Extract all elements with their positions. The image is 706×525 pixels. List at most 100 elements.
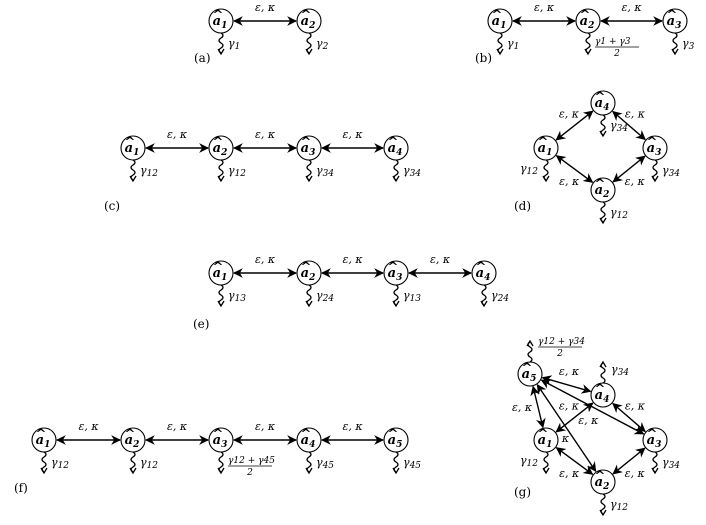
- decay-arrowhead: [651, 467, 659, 475]
- decay-arrowhead: [392, 175, 400, 183]
- mode-label: a4: [595, 388, 610, 405]
- decay-fraction-numerator: γ12 + γ34: [538, 337, 585, 347]
- decay-channel: [543, 451, 549, 473]
- decay-channel: [527, 341, 533, 363]
- decay-channel: [652, 159, 658, 181]
- decay-arrowhead: [217, 467, 225, 475]
- hat-accent: ^: [647, 427, 658, 442]
- mode-label: a1: [213, 14, 228, 31]
- mode-node-a4: a4^γ24: [471, 260, 509, 308]
- decay-arrowhead: [526, 339, 534, 347]
- coupling-label: ε, κ: [578, 414, 599, 427]
- decay-channel: [218, 159, 224, 181]
- decay-rate-label: γ34: [662, 164, 680, 179]
- hat-accent: ^: [36, 427, 47, 442]
- coupling-label: ε, κ: [625, 467, 646, 480]
- decay-channel: [306, 159, 312, 181]
- decay-channel: [497, 32, 503, 54]
- coupling-label: ε, κ: [559, 467, 580, 480]
- hat-accent: ^: [125, 135, 136, 150]
- decay-rate-label: γ34: [662, 456, 680, 471]
- hat-accent: ^: [213, 427, 224, 442]
- decay-channel: [393, 159, 399, 181]
- coupling-arrow: [612, 110, 646, 141]
- decay-channel: [652, 451, 658, 473]
- mode-node-a3: a3^γ34: [296, 135, 334, 183]
- decay-channel: [218, 451, 224, 473]
- decay-channel: [600, 362, 606, 384]
- decay-channel: [218, 284, 224, 306]
- decay-arrowhead: [129, 467, 137, 475]
- mode-node-a2: a2^γ12: [208, 135, 246, 183]
- coupling-label: ε, κ: [625, 400, 646, 413]
- decay-arrowhead: [651, 175, 659, 183]
- mode-label: a2: [301, 266, 316, 283]
- decay-channel: [672, 32, 678, 54]
- hat-accent: ^: [595, 469, 606, 484]
- panel-label-b: (b): [475, 51, 492, 65]
- decay-channel: [393, 284, 399, 306]
- mode-node-a1: a1^γ12: [31, 427, 69, 475]
- coupling-label: ε, κ: [255, 1, 276, 14]
- hat-accent: ^: [580, 8, 591, 23]
- decay-rate-label: γ34: [610, 119, 628, 134]
- coupling-arrow: [612, 155, 646, 183]
- decay-fraction-numerator: γ1 + γ3: [595, 37, 631, 47]
- decay-arrowhead: [480, 300, 488, 308]
- decay-rate-label: γ12: [520, 162, 538, 177]
- mode-node-a1: a1^γ1: [208, 8, 240, 56]
- decay-channel: [218, 32, 224, 54]
- coupling-label: ε, κ: [430, 253, 451, 266]
- decay-rate-label: γ2: [316, 37, 329, 52]
- panel-label-c: (c): [104, 199, 120, 213]
- decay-channel: [130, 159, 136, 181]
- coupling-label: ε, κ: [625, 108, 646, 121]
- decay-arrowhead: [129, 175, 137, 183]
- coupling-label: ε, κ: [255, 253, 276, 266]
- mode-node-a3: a3^γ3: [662, 8, 695, 56]
- mode-label: a2: [301, 14, 316, 31]
- coupling-label: ε, κ: [255, 128, 276, 141]
- mode-node-a2: a2^γ12: [590, 469, 628, 517]
- mode-node-a4: a4^γ34: [590, 360, 629, 408]
- hat-accent: ^: [301, 427, 312, 442]
- hat-accent: ^: [538, 427, 549, 442]
- mode-label: a2: [125, 433, 140, 450]
- mode-node-a1: a1^γ12: [520, 427, 559, 475]
- mode-label: a3: [301, 141, 316, 158]
- mode-node-a1: a1^γ1: [487, 8, 519, 56]
- mode-label: a1: [538, 433, 553, 450]
- hat-accent: ^: [476, 260, 487, 275]
- decay-arrowhead: [392, 467, 400, 475]
- mode-node-a2: a2^γ12: [120, 427, 158, 475]
- decay-arrowhead: [305, 175, 313, 183]
- decay-channel: [600, 201, 606, 223]
- hat-accent: ^: [647, 135, 658, 150]
- decay-channel: [41, 451, 47, 473]
- coupling-label: ε, κ: [625, 175, 646, 188]
- decay-channel: [306, 284, 312, 306]
- hat-accent: ^: [538, 135, 549, 150]
- hat-accent: ^: [595, 382, 606, 397]
- decay-arrowhead: [305, 300, 313, 308]
- decay-rate-label: γ13: [228, 289, 246, 304]
- decay-rate-label: γ12: [228, 164, 246, 179]
- decay-fraction-numerator: γ12 + γ45: [228, 456, 275, 466]
- hat-accent: ^: [125, 427, 136, 442]
- mode-label: a2: [595, 183, 610, 200]
- decay-arrowhead: [217, 175, 225, 183]
- mode-label: a3: [213, 433, 228, 450]
- decay-rate-label: γ24: [316, 289, 334, 304]
- coupling-arrow: [555, 447, 594, 475]
- decay-channel: [543, 159, 549, 181]
- mode-label: a5: [388, 433, 403, 450]
- decay-arrowhead: [599, 509, 607, 517]
